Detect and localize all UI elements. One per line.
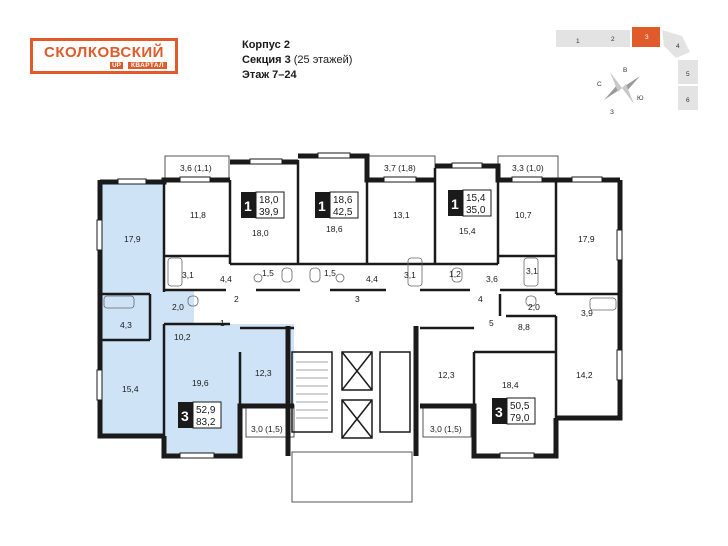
room-area-label: 3,6 [486, 274, 498, 284]
door-number: 5 [489, 318, 494, 328]
apartment-badge[interactable]: 1 18,0 39,9 [241, 191, 285, 219]
room-area-label: 3,1 [182, 270, 194, 280]
room-area-label: 4,4 [366, 274, 378, 284]
badge-living-area: 18,6 [333, 195, 353, 206]
door-number: 2 [234, 294, 239, 304]
room-area-label: 4,3 [120, 320, 132, 330]
room-area-label: 4,4 [220, 274, 232, 284]
room-area-label: 2,0 [528, 302, 540, 312]
room-area-label: 12,3 [255, 368, 272, 378]
key-label-6: 6 [686, 97, 690, 104]
room-area-label: 1,5 [324, 268, 336, 278]
badge-total-area: 79,0 [510, 413, 530, 424]
room-area-label: 17,9 [578, 234, 595, 244]
balcony-area-label: 3,0 (1,5) [251, 424, 283, 434]
key-plan: 1 2 3 4 5 6 В С Ю З [556, 27, 698, 116]
door-number: 3 [355, 294, 360, 304]
key-label-1: 1 [576, 38, 580, 45]
badge-rooms: 3 [495, 404, 503, 420]
badge-total-area: 35,0 [466, 205, 486, 216]
brand-name: СКОЛКОВСКИЙ [44, 44, 164, 61]
badge-living-area: 50,5 [510, 401, 530, 412]
room-area-label: 19,6 [192, 378, 209, 388]
badge-rooms: 1 [244, 198, 252, 214]
interior-walls [100, 160, 620, 436]
badge-total-area: 83,2 [196, 417, 216, 428]
apartment-badge[interactable]: 1 18,6 42,5 [315, 191, 359, 219]
room-area-label: 18,4 [502, 380, 519, 390]
key-section-5[interactable] [678, 60, 698, 84]
floor-info: Корпус 2 Секция 3 (25 этажей) Этаж 7–24 [242, 38, 352, 83]
bath-fixtures [103, 257, 617, 311]
brand-logo: СКОЛКОВСКИЙ UP КВАРТАЛ [30, 38, 178, 74]
room-area-label: 1,2 [449, 269, 461, 279]
badge-living-area: 52,9 [196, 405, 216, 416]
apartment-badge-selected[interactable]: 3 52,9 83,2 [178, 401, 222, 429]
room-area-label: 2,0 [172, 302, 184, 312]
compass-west: С [597, 81, 602, 88]
badge-rooms: 3 [181, 408, 189, 424]
apartment-badge[interactable]: 1 15,4 35,0 [448, 189, 492, 217]
room-area-label: 8,8 [518, 322, 530, 332]
badge-rooms: 1 [451, 196, 459, 212]
room-labels: 17,9 11,8 18,0 18,6 13,1 15,4 10,7 17,9 … [120, 210, 595, 394]
balcony-area-label: 3,3 (1,0) [512, 163, 544, 173]
room-area-label: 3,1 [404, 270, 416, 280]
compass-south: З [610, 109, 614, 116]
balcony-labels: 3,6 (1,1) 3,7 (1,8) 3,3 (1,0) 3,0 (1,5) … [180, 163, 544, 434]
room-area-label: 10,2 [174, 332, 191, 342]
key-label-2: 2 [611, 36, 615, 43]
badge-rooms: 1 [318, 198, 326, 214]
brand-up-badge: UP [109, 62, 123, 69]
key-label-5: 5 [686, 71, 690, 78]
windows [96, 152, 623, 459]
room-area-label: 10,7 [515, 210, 532, 220]
balcony-area-label: 3,0 (1,5) [430, 424, 462, 434]
badge-living-area: 15,4 [466, 193, 486, 204]
compass-east: Ю [637, 95, 644, 102]
building-core [291, 351, 411, 439]
room-area-label: 13,1 [393, 210, 410, 220]
key-section-6[interactable] [678, 86, 698, 110]
room-area-label: 18,6 [326, 224, 343, 234]
room-area-label: 1,5 [262, 268, 274, 278]
section-floors: (25 этажей) [293, 54, 353, 66]
key-label-4: 4 [676, 43, 680, 50]
room-area-label: 15,4 [459, 226, 476, 236]
room-area-label: 3,9 [581, 308, 593, 318]
balcony-area-label: 3,7 (1,8) [384, 163, 416, 173]
key-section-2[interactable] [600, 30, 630, 47]
room-area-label: 14,2 [576, 370, 593, 380]
door-numbers: 1 2 3 4 5 [220, 294, 494, 328]
floors-label: Этаж 7–24 [242, 69, 297, 81]
badge-living-area: 18,0 [259, 195, 279, 206]
room-area-label: 18,0 [252, 228, 269, 238]
room-area-label: 15,4 [122, 384, 139, 394]
badge-total-area: 42,5 [333, 207, 353, 218]
compass-icon [604, 72, 640, 104]
door-number: 1 [220, 318, 225, 328]
room-area-label: 12,3 [438, 370, 455, 380]
building-label: Корпус 2 [242, 39, 290, 51]
room-area-label: 11,8 [190, 210, 206, 220]
apartment-badge[interactable]: 3 50,5 79,0 [492, 397, 536, 425]
section-label: Секция 3 [242, 54, 291, 66]
balcony-area-label: 3,6 (1,1) [180, 163, 212, 173]
compass-north: В [623, 67, 627, 74]
room-area-label: 17,9 [124, 234, 141, 244]
room-area-label: 3,1 [526, 266, 538, 276]
badge-total-area: 39,9 [259, 207, 279, 218]
key-section-3-active[interactable] [632, 27, 660, 47]
key-label-3: 3 [645, 34, 649, 41]
door-number: 4 [478, 294, 483, 304]
key-section-4[interactable] [662, 30, 690, 58]
brand-subtitle: КВАРТАЛ [128, 62, 167, 69]
key-section-1[interactable] [556, 30, 600, 47]
